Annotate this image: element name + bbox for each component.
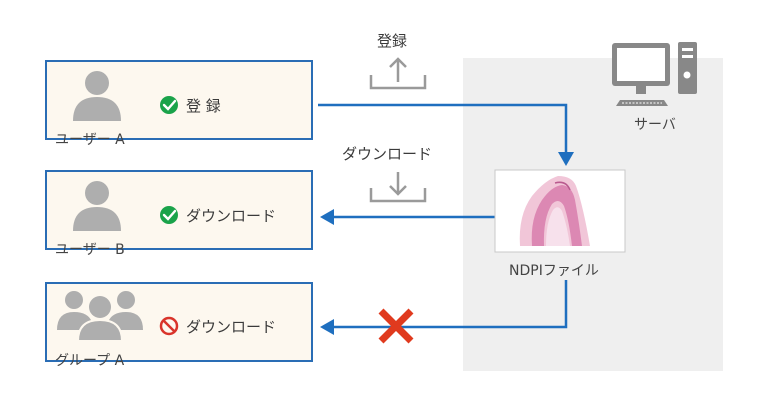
user-a-name: ユーザー A <box>55 132 125 148</box>
server-computer-icon <box>612 42 697 106</box>
group-icon <box>57 291 143 342</box>
group-a-name: グループ A <box>55 353 125 369</box>
check-icon <box>160 206 178 224</box>
server-label: サーバ <box>634 117 676 133</box>
upload-icon <box>369 57 427 90</box>
upload-arrow <box>318 103 574 166</box>
ndpi-file-image <box>494 169 626 253</box>
upload-label: 登録 <box>377 32 408 50</box>
download-arrow-user-b <box>320 209 495 225</box>
check-icon <box>160 96 178 114</box>
group-a-action-label: ダウンロード <box>186 318 277 336</box>
file-label: NDPIファイル <box>509 263 599 279</box>
user-b-name: ユーザー B <box>55 242 125 258</box>
download-arrow-group-a <box>320 280 568 335</box>
user-icon <box>73 181 121 231</box>
download-icon <box>369 172 427 203</box>
download-label: ダウンロード <box>342 145 433 163</box>
user-icon <box>73 71 121 121</box>
prohibited-icon <box>159 316 179 336</box>
user-b-action-label: ダウンロード <box>186 207 277 225</box>
user-a-action-label: 登 録 <box>186 97 221 115</box>
denied-cross-icon <box>378 308 414 344</box>
